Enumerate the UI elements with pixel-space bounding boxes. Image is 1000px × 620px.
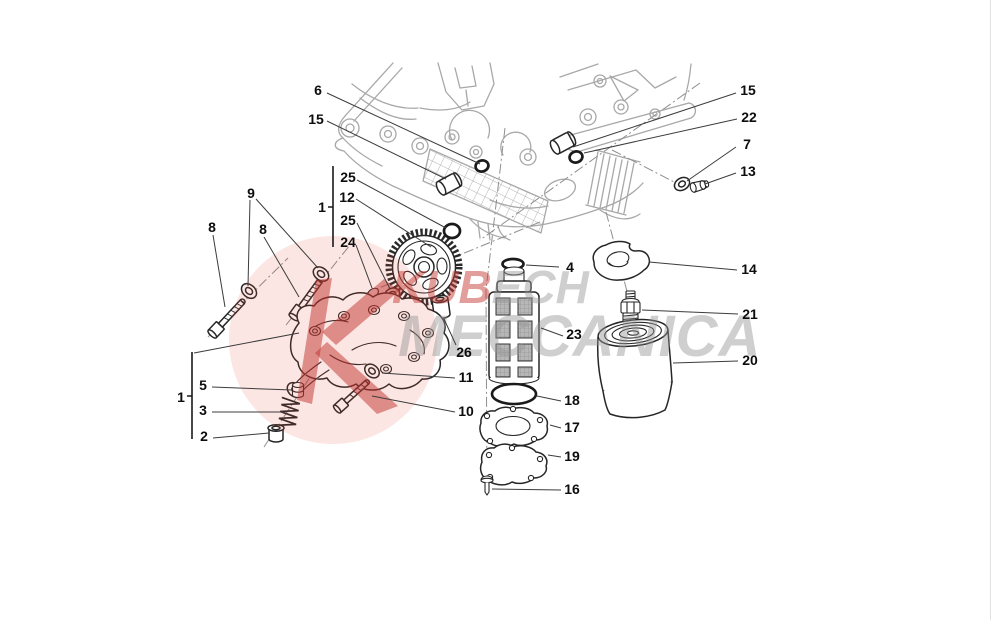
- leader-line: [648, 261, 738, 271]
- leader-line: [211, 386, 293, 391]
- screw-16: [480, 475, 494, 496]
- bracket-group-1-top: [328, 166, 334, 247]
- callout-label-20: 20: [742, 352, 758, 368]
- leader-line: [193, 332, 300, 354]
- bracket-group-1-left: [187, 352, 193, 439]
- watermark-word2: MECCANICA: [398, 304, 761, 369]
- leader-line: [255, 198, 319, 269]
- o-ring-22: [568, 150, 584, 164]
- spring-3: [276, 396, 301, 427]
- leader-line: [356, 222, 391, 290]
- callout-label-7: 7: [743, 136, 751, 152]
- callout-label-26: 26: [456, 344, 472, 360]
- callout-label-1: 1: [177, 389, 185, 405]
- callout-label-11: 11: [459, 369, 474, 385]
- callout-label-9: 9: [247, 185, 255, 201]
- leader-line: [371, 395, 456, 413]
- leader-line: [536, 395, 562, 402]
- gasket-17: [479, 405, 549, 448]
- leader-line: [356, 179, 447, 229]
- washer-9-left: [240, 282, 258, 300]
- plug-13: [689, 180, 710, 193]
- mesh-filter-23: [488, 257, 540, 385]
- callout-label-24: 24: [340, 234, 356, 250]
- bushing-15-left: [435, 172, 463, 196]
- oil-filter-20: [597, 318, 673, 419]
- bushing-26: [431, 294, 451, 320]
- watermark: KUBECH MECCANICA: [229, 236, 761, 444]
- plug-2: [267, 424, 285, 443]
- group-brackets: [187, 166, 334, 439]
- callout-label-18: 18: [564, 392, 580, 408]
- leader-line: [355, 198, 432, 248]
- callout-label-16: 16: [564, 481, 580, 497]
- watermark-logo-glyph: [297, 278, 399, 414]
- callout-label-3: 3: [199, 402, 207, 418]
- callout-label-5: 5: [199, 377, 207, 393]
- timing-gear-12: [385, 228, 463, 306]
- callout-label-10: 10: [458, 403, 474, 419]
- callout-label-6: 6: [314, 82, 322, 98]
- leader-line: [355, 244, 373, 289]
- callout-label-15: 15: [740, 82, 756, 98]
- leader-line: [212, 432, 270, 439]
- bolt-8-left: [207, 298, 246, 339]
- callout-label-17: 17: [564, 419, 580, 435]
- callout-label-21: 21: [742, 306, 758, 322]
- washer-11: [364, 363, 380, 379]
- callout-label-4: 4: [566, 259, 574, 275]
- leader-line: [704, 172, 737, 185]
- leader-line: [672, 360, 739, 364]
- leader-line: [525, 264, 560, 268]
- leader-line: [540, 327, 564, 337]
- callout-label-12: 12: [339, 189, 355, 205]
- callout-label-2: 2: [200, 428, 208, 444]
- leader-line: [247, 199, 251, 287]
- leader-line: [572, 92, 737, 148]
- leader-line: [686, 146, 737, 182]
- callout-label-13: 13: [740, 163, 756, 179]
- o-ring-6: [474, 159, 490, 173]
- callout-label-19: 19: [564, 448, 580, 464]
- callout-label-25: 25: [340, 212, 356, 228]
- leader-line: [547, 454, 562, 458]
- retaining-plate-14: [592, 240, 651, 281]
- leader-line: [583, 118, 738, 154]
- washer-7: [673, 176, 691, 192]
- bushing-15-right: [549, 131, 577, 155]
- leader-line: [263, 236, 300, 298]
- callout-label-1: 1: [318, 199, 326, 215]
- callout-label-14: 14: [741, 261, 757, 277]
- o-ring-18: [490, 382, 538, 406]
- leader-line: [641, 309, 739, 315]
- callout-label-15: 15: [308, 111, 324, 127]
- washer-9-right: [312, 266, 330, 282]
- leader-line: [443, 318, 457, 346]
- callout-label-23: 23: [566, 326, 582, 342]
- callout-label-22: 22: [741, 109, 757, 125]
- callout-label-25: 25: [340, 169, 356, 185]
- callout-label-8: 8: [259, 221, 267, 237]
- cover-plate-19: [479, 443, 548, 486]
- circlip-25: [442, 222, 462, 240]
- leader-line: [326, 120, 447, 180]
- watermark-word1: KUBECH: [392, 261, 590, 313]
- engine-crankcase-outline: [334, 62, 697, 241]
- leader-line: [326, 92, 481, 165]
- leader-line: [381, 372, 456, 379]
- leader-line: [212, 234, 226, 308]
- leader-line: [549, 424, 562, 429]
- leader-line: [491, 488, 562, 491]
- callout-label-8: 8: [208, 219, 216, 235]
